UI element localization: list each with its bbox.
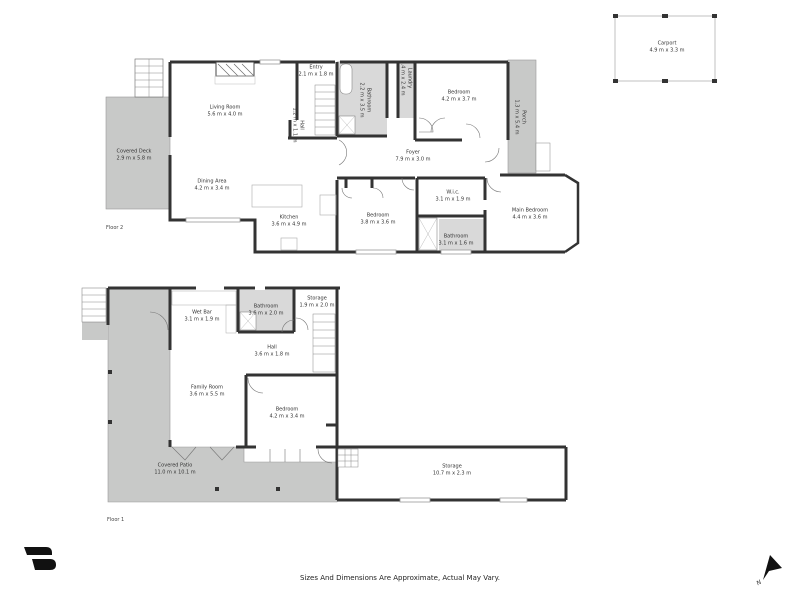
room-name: Bedroom — [366, 212, 390, 219]
room-dims: 1.4 m x 2.4 m — [400, 60, 406, 96]
room-name: Wet Bar — [192, 309, 212, 316]
floor-label-floor-2: Floor 2 — [106, 225, 124, 231]
room-dims: 1.9 m x 2.0 m — [299, 302, 335, 308]
room-name: Storage — [442, 463, 462, 470]
room-dims: 5.6 m x 4.0 m — [207, 111, 243, 117]
room-name: W.i.c. — [446, 189, 460, 196]
room-name: Storage — [307, 295, 327, 302]
room-dims: 2.1 m x 1.8 m — [298, 71, 334, 77]
room-dims: 1.2 m x 1.1 m — [292, 107, 298, 143]
room-name: Entry — [309, 64, 323, 71]
room-dims: 10.7 m x 2.3 m — [432, 470, 472, 476]
room-name: Foyer — [406, 149, 420, 156]
room-name: Porch — [520, 110, 527, 124]
room-name: Hall — [298, 120, 305, 130]
room-name: Laundry — [406, 67, 413, 89]
room-dims: 3.1 m x 1.9 m — [184, 316, 220, 322]
room-dims: 4.9 m x 3.3 m — [649, 47, 685, 53]
room-name: Bedroom — [275, 406, 299, 413]
room-name: Living Room — [209, 104, 241, 111]
room-dims: 3.6 m x 5.5 m — [189, 391, 225, 397]
room-dims: 4.2 m x 3.7 m — [441, 96, 477, 102]
room-name: Covered Patio — [157, 462, 193, 469]
room-name: Bathroom — [443, 233, 469, 240]
room-name: Carport — [657, 40, 677, 47]
room-dims: 2.9 m x 5.8 m — [116, 155, 152, 161]
room-dims: 3.6 m x 1.8 m — [254, 351, 290, 357]
room-dims: 11.0 m x 10.1 m — [154, 469, 196, 475]
room-label-wic: W.i.c.3.1 m x 1.9 m — [436, 190, 471, 203]
room-dims: 2.2 m x 3.5 m — [359, 82, 365, 118]
room-name: Kitchen — [279, 214, 299, 221]
room-dims: 3.1 m x 1.9 m — [435, 196, 471, 202]
room-dims: 1.3 m x 5.4 m — [514, 99, 520, 135]
room-dims: 3.6 m x 4.9 m — [271, 221, 307, 227]
room-name: Family Room — [191, 384, 223, 391]
floor-label-floor-1: Floor 1 — [107, 517, 125, 523]
room-name: Dining Area — [197, 178, 227, 185]
room-name: Hall — [267, 344, 277, 351]
room-dims: 3.6 m x 2.0 m — [248, 310, 284, 316]
svg-text:N: N — [755, 579, 763, 588]
disclaimer-text: Sizes And Dimensions Are Approximate, Ac… — [299, 574, 501, 582]
room-name: Bathroom — [253, 303, 279, 310]
room-name: Main Bedroom — [511, 207, 549, 214]
porch-area — [507, 59, 537, 174]
room-dims: 3.1 m x 1.6 m — [438, 240, 474, 246]
brand-logo-icon — [24, 547, 56, 570]
covered-deck-area — [105, 58, 171, 210]
room-name: Covered Deck — [116, 148, 152, 155]
room-dims: 7.9 m x 3.0 m — [395, 156, 431, 162]
north-arrow-icon: N — [755, 555, 782, 587]
room-name: Bathroom — [365, 87, 372, 113]
room-dims: 4.2 m x 3.4 m — [269, 413, 305, 419]
room-name: Bedroom — [447, 89, 471, 96]
room-dims: 3.8 m x 3.6 m — [360, 219, 396, 225]
room-dims: 4.4 m x 3.6 m — [512, 214, 548, 220]
room-dims: 4.2 m x 3.4 m — [194, 185, 230, 191]
